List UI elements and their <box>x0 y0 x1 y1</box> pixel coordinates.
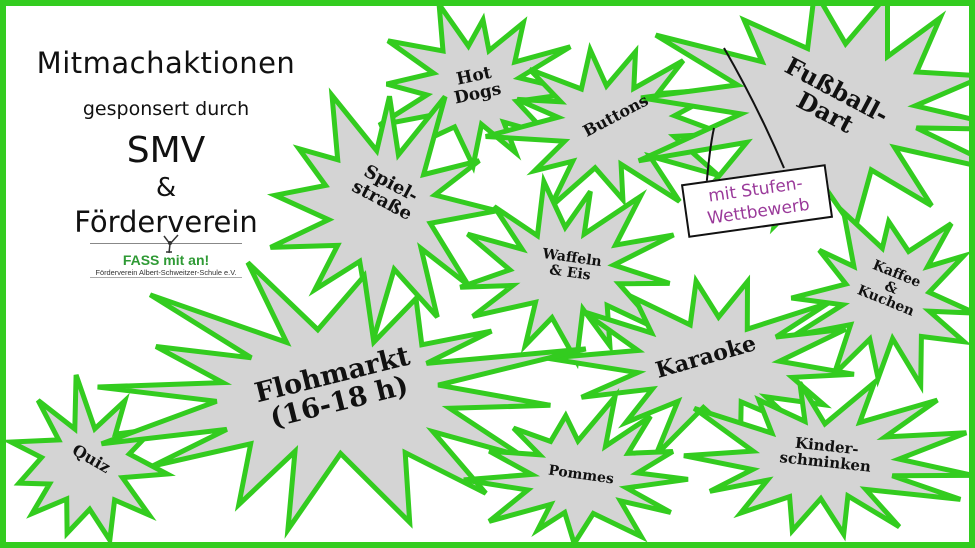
ampersand: & <box>155 173 177 203</box>
starburst-layer <box>6 6 969 542</box>
starburst-pommes <box>463 387 689 542</box>
page-title: Mitmachaktionen <box>36 46 296 80</box>
starburst-kaffee-kuchen <box>790 205 969 394</box>
starburst-buttons <box>485 41 726 209</box>
sponsor-foerderverein: Förderverein <box>74 205 258 239</box>
starburst-waffeln-eis <box>459 172 675 370</box>
starburst-flohmarkt <box>97 260 587 539</box>
gymnast-icon <box>163 234 179 254</box>
starburst-spielstrasse <box>266 87 498 342</box>
starburst-kinderschminken <box>683 374 969 542</box>
subtitle: gesponsert durch <box>82 98 250 120</box>
sponsor-smv: SMV <box>126 130 206 171</box>
logo-name: FASS mit an! <box>122 252 210 268</box>
fass-logo: FASS mit an! Förderverein Albert-Schweit… <box>90 234 242 278</box>
logo-caption: Förderverein Albert-Schweitzer-Schule e.… <box>90 268 242 278</box>
sponsor-block: Mitmachaktionen gesponsert durch SMV & F… <box>16 46 316 278</box>
sign-strings <box>705 47 785 192</box>
starburst-fussball-dart <box>637 6 969 237</box>
starburst-quiz <box>6 374 176 542</box>
